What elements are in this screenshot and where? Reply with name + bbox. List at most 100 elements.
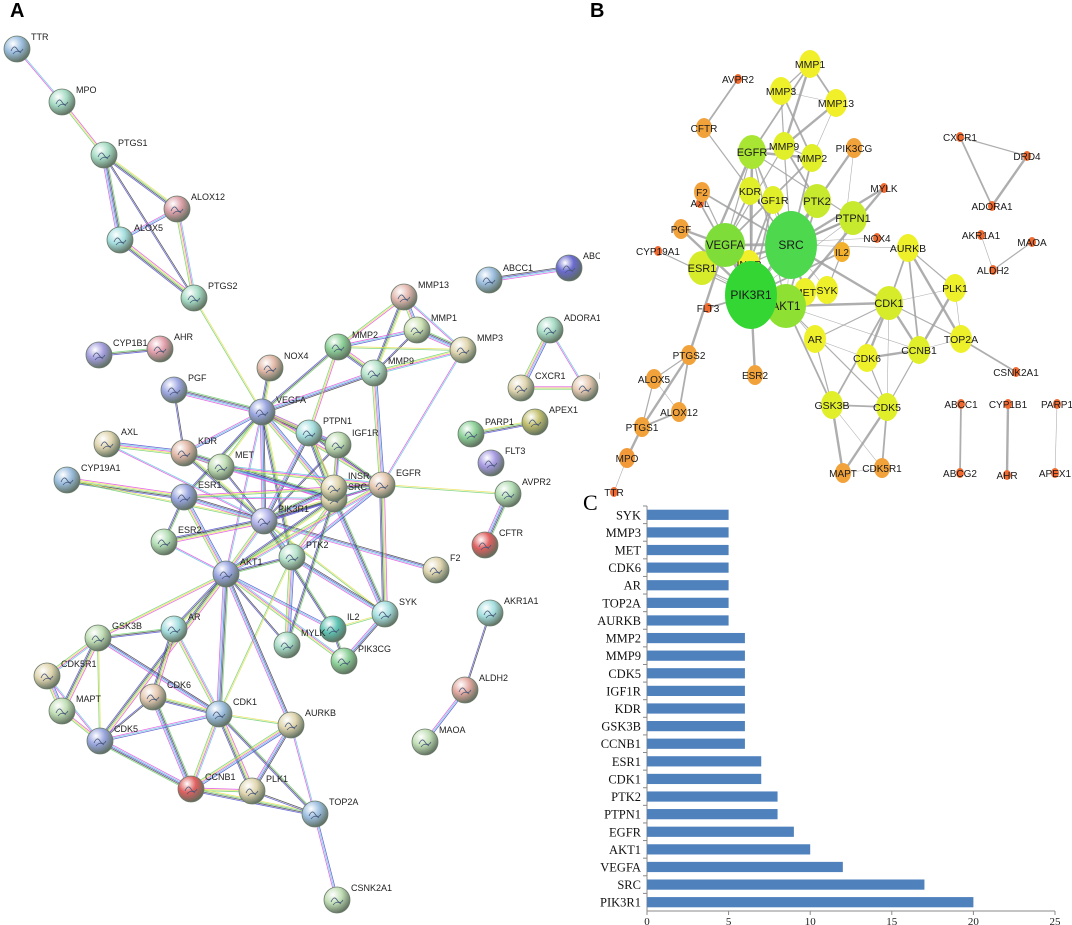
node-b-abcg2[interactable]: ABCG2 xyxy=(943,468,977,480)
node-b-il2[interactable]: IL2 xyxy=(834,242,850,262)
node-b-cxcr1[interactable]: CXCR1 xyxy=(943,132,977,144)
node-b-mmp13[interactable]: MMP13 xyxy=(818,89,854,117)
node-b-ptgs1[interactable]: PTGS1 xyxy=(626,417,659,437)
node-a-mmp1[interactable]: MMP1 xyxy=(403,313,457,344)
node-a-maoa[interactable]: MAOA xyxy=(411,725,466,756)
node-b-cyp19a1[interactable]: CYP19A1 xyxy=(636,246,680,258)
node-a-ccnb1[interactable]: CCNB1 xyxy=(177,772,236,803)
node-b-apex1[interactable]: APEX1 xyxy=(1039,468,1072,480)
node-b-cdk5r1[interactable]: CDK5R1 xyxy=(862,458,902,478)
node-a-mylk[interactable]: MYLK xyxy=(273,628,326,659)
node-b-abcc1[interactable]: ABCC1 xyxy=(944,399,978,411)
node-a-alox12[interactable]: ALOX12 xyxy=(163,192,225,223)
node-a-mmp2[interactable]: MMP2 xyxy=(324,330,378,361)
node-a-aurkb[interactable]: AURKB xyxy=(277,708,336,739)
node-b-ttr[interactable]: TTR xyxy=(604,487,624,499)
node-b-ahr[interactable]: AHR xyxy=(996,470,1018,482)
node-a-abcg2[interactable]: ABCG2 xyxy=(555,251,600,282)
node-a-cdk6[interactable]: CDK6 xyxy=(139,680,191,711)
node-b-nox4[interactable]: NOX4 xyxy=(863,233,891,245)
node-a-mapt[interactable]: MAPT xyxy=(48,694,102,725)
node-a-csnk2a1[interactable]: CSNK2A1 xyxy=(323,883,392,914)
node-b-ptk2[interactable]: PTK2 xyxy=(803,184,831,218)
node-a-axl[interactable]: AXL xyxy=(93,427,138,458)
node-b-maoa[interactable]: MAOA xyxy=(1017,237,1047,249)
node-a-abcc1[interactable]: ABCC1 xyxy=(475,263,533,294)
node-b-mylk[interactable]: MYLK xyxy=(870,183,898,195)
node-b-igf1r[interactable]: IGF1R xyxy=(758,186,789,214)
node-a-akr1a1[interactable]: AKR1A1 xyxy=(476,596,539,627)
node-b-cftr[interactable]: CFTR xyxy=(691,118,718,138)
node-a-aldh2[interactable]: ALDH2 xyxy=(451,673,508,704)
node-b-cdk5[interactable]: CDK5 xyxy=(873,393,901,421)
node-a-egfr[interactable]: EGFR xyxy=(368,468,422,499)
node-b-aurkb[interactable]: AURKB xyxy=(890,234,926,262)
node-a-vegfa[interactable]: VEGFA xyxy=(248,395,306,426)
node-b-pik3r1[interactable]: PIK3R1 xyxy=(725,261,777,329)
node-a-ptgs2[interactable]: PTGS2 xyxy=(180,281,238,312)
node-a-esr1[interactable]: ESR1 xyxy=(170,480,222,511)
node-b-f2[interactable]: F2 xyxy=(694,182,710,202)
node-b-mmp2[interactable]: MMP2 xyxy=(797,144,827,172)
node-b-adora1[interactable]: ADORA1 xyxy=(971,201,1013,213)
node-b-mapt[interactable]: MAPT xyxy=(829,463,857,483)
node-a-insr[interactable]: INSR xyxy=(320,471,370,502)
node-b-avpr2[interactable]: AVPR2 xyxy=(722,74,754,86)
node-b-aldh2[interactable]: ALDH2 xyxy=(977,265,1010,277)
node-a-pik3r1[interactable]: PIK3R1 xyxy=(250,504,309,535)
node-b-mmp1[interactable]: MMP1 xyxy=(795,50,825,78)
node-a-ptgs1[interactable]: PTGS1 xyxy=(90,138,148,169)
node-a-igf1r[interactable]: IGF1R xyxy=(324,428,379,459)
node-a-kdr[interactable]: KDR xyxy=(170,436,218,467)
node-b-syk[interactable]: SYK xyxy=(816,276,838,304)
node-a-met[interactable]: MET xyxy=(207,450,255,481)
node-a-cyp19a1[interactable]: CYP19A1 xyxy=(53,463,121,494)
node-b-src[interactable]: SRC xyxy=(765,211,817,279)
node-b-esr2[interactable]: ESR2 xyxy=(742,365,769,385)
node-b-mmp3[interactable]: MMP3 xyxy=(766,77,796,105)
node-a-ahr[interactable]: AHR xyxy=(146,332,194,363)
node-b-ptgs2[interactable]: PTGS2 xyxy=(673,345,706,365)
node-a-esr2[interactable]: ESR2 xyxy=(150,525,202,556)
node-b-alox5[interactable]: ALOX5 xyxy=(638,369,671,389)
node-a-avpr2[interactable]: AVPR2 xyxy=(494,477,551,508)
node-a-cftr[interactable]: CFTR xyxy=(471,528,523,559)
node-a-cdk5[interactable]: CDK5 xyxy=(86,724,138,755)
node-a-ptpn1[interactable]: PTPN1 xyxy=(295,416,352,447)
node-b-mpo[interactable]: MPO xyxy=(616,448,639,468)
node-a-il2[interactable]: IL2 xyxy=(319,612,360,643)
node-a-cxcr1[interactable]: CXCR1 xyxy=(507,371,566,402)
node-b-vegfa[interactable]: VEGFA xyxy=(705,223,745,267)
node-b-ccnb1[interactable]: CCNB1 xyxy=(901,336,937,364)
node-a-pgf[interactable]: PGF xyxy=(160,373,207,404)
node-a-mmp9[interactable]: MMP9 xyxy=(360,356,414,387)
node-a-apex1[interactable]: APEX1 xyxy=(521,405,578,436)
node-a-drd4[interactable]: DRD4 xyxy=(571,371,600,402)
node-b-pgf[interactable]: PGF xyxy=(671,219,692,239)
node-a-f2[interactable]: F2 xyxy=(422,553,461,584)
node-b-mmp9[interactable]: MMP9 xyxy=(769,132,799,160)
node-a-cdk1[interactable]: CDK1 xyxy=(205,697,257,728)
node-a-akt1[interactable]: AKT1 xyxy=(212,557,263,588)
node-b-csnk2a1[interactable]: CSNK2A1 xyxy=(993,367,1039,379)
node-a-nox4[interactable]: NOX4 xyxy=(256,351,309,382)
node-b-alox12[interactable]: ALOX12 xyxy=(660,402,698,422)
node-a-flt3[interactable]: FLT3 xyxy=(477,446,525,477)
node-a-gsk3b[interactable]: GSK3B xyxy=(84,621,142,652)
node-b-esr1[interactable]: ESR1 xyxy=(688,251,717,285)
node-a-mmp3[interactable]: MMP3 xyxy=(449,333,503,364)
node-a-alox5[interactable]: ALOX5 xyxy=(106,223,163,254)
node-b-cyp1b1[interactable]: CYP1B1 xyxy=(989,399,1028,411)
node-b-ptpn1[interactable]: PTPN1 xyxy=(835,201,871,235)
node-b-cdk1[interactable]: CDK1 xyxy=(874,286,904,320)
node-a-ttr[interactable]: TTR xyxy=(3,32,49,63)
node-a-mpo[interactable]: MPO xyxy=(48,85,97,116)
node-b-kdr[interactable]: KDR xyxy=(739,177,762,205)
node-a-adora1[interactable]: ADORA1 xyxy=(536,313,600,344)
node-a-top2a[interactable]: TOP2A xyxy=(301,797,358,828)
node-b-pik3cg[interactable]: PIK3CG xyxy=(836,138,873,158)
node-a-ar[interactable]: AR xyxy=(160,612,201,643)
node-b-ar[interactable]: AR xyxy=(804,325,826,353)
node-a-pik3cg[interactable]: PIK3CG xyxy=(330,644,391,675)
node-a-syk[interactable]: SYK xyxy=(371,597,417,628)
